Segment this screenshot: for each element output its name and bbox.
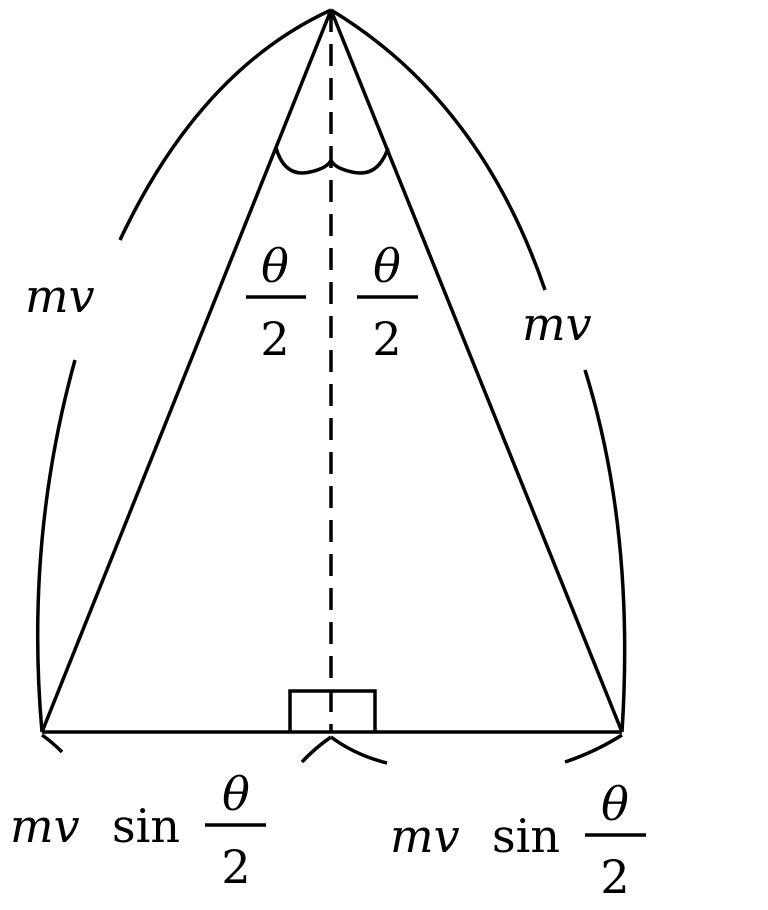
label-bottom-left: mv sin θ 2	[10, 767, 266, 894]
bottom-center-brace-left	[300, 735, 332, 764]
right-angle-marker	[288, 689, 377, 732]
angle-arc-left	[274, 147, 333, 175]
label-sin: sin	[112, 799, 180, 853]
half-angle-left: θ 2	[246, 239, 306, 366]
fraction-denominator: 2	[221, 840, 250, 894]
right-brace-upper	[330, 8, 547, 291]
fraction-denominator: 2	[260, 312, 289, 366]
angle-arc-right	[329, 147, 390, 175]
label-mv: mv	[390, 809, 460, 863]
bottom-left-brace-end	[40, 733, 64, 754]
fraction-numerator: θ	[261, 239, 289, 293]
fraction-numerator: θ	[373, 239, 401, 293]
fraction-numerator: θ	[601, 777, 629, 831]
fraction-denominator: 2	[600, 850, 629, 904]
left-brace-upper	[118, 8, 332, 241]
fraction-numerator: θ	[222, 767, 250, 821]
label-mv: mv	[10, 799, 80, 853]
label-sin: sin	[492, 809, 560, 863]
left-side	[40, 9, 333, 733]
bottom-right-brace-end	[564, 733, 623, 764]
bottom-center-brace-right	[329, 735, 388, 765]
half-angle-right: θ 2	[357, 239, 418, 366]
label-bottom-right: mv sin θ 2	[390, 777, 646, 904]
fraction-denominator: 2	[372, 312, 401, 366]
right-side	[329, 9, 624, 733]
label-right-mv: mv	[522, 297, 592, 351]
label-left-mv: mv	[25, 269, 95, 323]
right-brace-lower	[583, 369, 627, 733]
left-brace-lower	[35, 359, 77, 733]
